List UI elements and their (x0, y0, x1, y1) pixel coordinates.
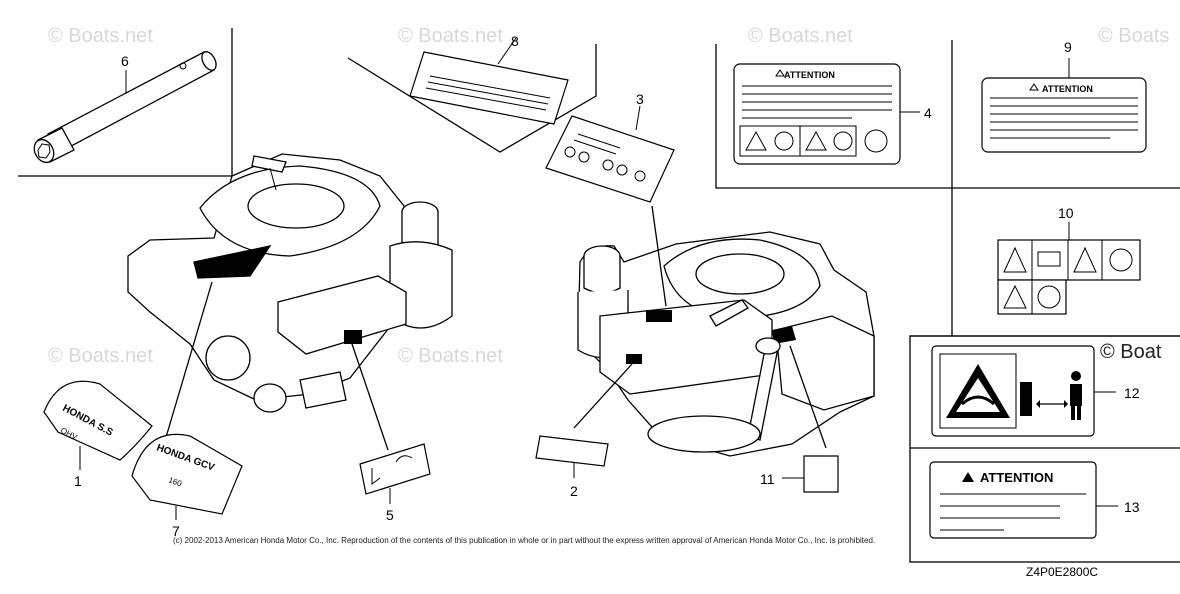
callouts: 1 2 3 4 5 6 7 8 9 10 11 12 13 (74, 33, 1140, 539)
callout-3: 3 (636, 91, 644, 107)
right-engine (573, 205, 875, 457)
callout-6: 6 (121, 53, 129, 69)
callout-11: 11 (760, 471, 775, 487)
copyright-notice: (c) 2002-2013 American Honda Motor Co., … (173, 536, 876, 545)
callout-5: 5 (386, 507, 394, 523)
part-11-label (782, 455, 839, 493)
callout-8: 8 (511, 33, 519, 49)
callout-12: 12 (1124, 385, 1140, 401)
diagram-code: Z4P0E2800C (1026, 565, 1099, 579)
part-7-decal: HONDA GCV 160 (131, 433, 243, 520)
left-engine (127, 153, 453, 451)
callout-13: 13 (1124, 499, 1140, 515)
part-8-label (409, 37, 569, 125)
callout-9: 9 (1064, 39, 1072, 55)
part-2-label (535, 435, 609, 478)
watermark: © Boats.net (398, 25, 503, 47)
watermark: © Boats.net (398, 345, 503, 367)
watermark: © Boats.net (48, 345, 153, 367)
part-5-label (359, 443, 431, 504)
label-4-attention: ATTENTION (784, 70, 835, 80)
part-10-label (997, 222, 1141, 315)
watermark: © Boats (1098, 25, 1169, 47)
part-1-decal: HONDA S.S OHV (43, 380, 153, 470)
label-9-attention: ATTENTION (1042, 84, 1093, 94)
watermark: © Boats.net (48, 25, 153, 47)
callout-2: 2 (570, 483, 578, 499)
part-4-label: ATTENTION (733, 63, 920, 165)
callout-7: 7 (172, 523, 180, 539)
part-12-label: © Boat (931, 341, 1162, 437)
part-9-label: ATTENTION (981, 58, 1147, 153)
part-6-plug-wrench (33, 51, 217, 164)
part-13-label: ATTENTION (929, 461, 1118, 539)
watermark: © Boats.net (748, 25, 853, 47)
watermark: © Boat (1100, 341, 1162, 363)
callout-4: 4 (924, 105, 932, 121)
section-dividers (18, 28, 1180, 563)
part-3-label (545, 105, 675, 203)
callout-10: 10 (1058, 205, 1074, 221)
label-13-attention: ATTENTION (980, 470, 1053, 485)
callout-1: 1 (74, 473, 82, 489)
decal-7-sub: 160 (167, 475, 183, 488)
